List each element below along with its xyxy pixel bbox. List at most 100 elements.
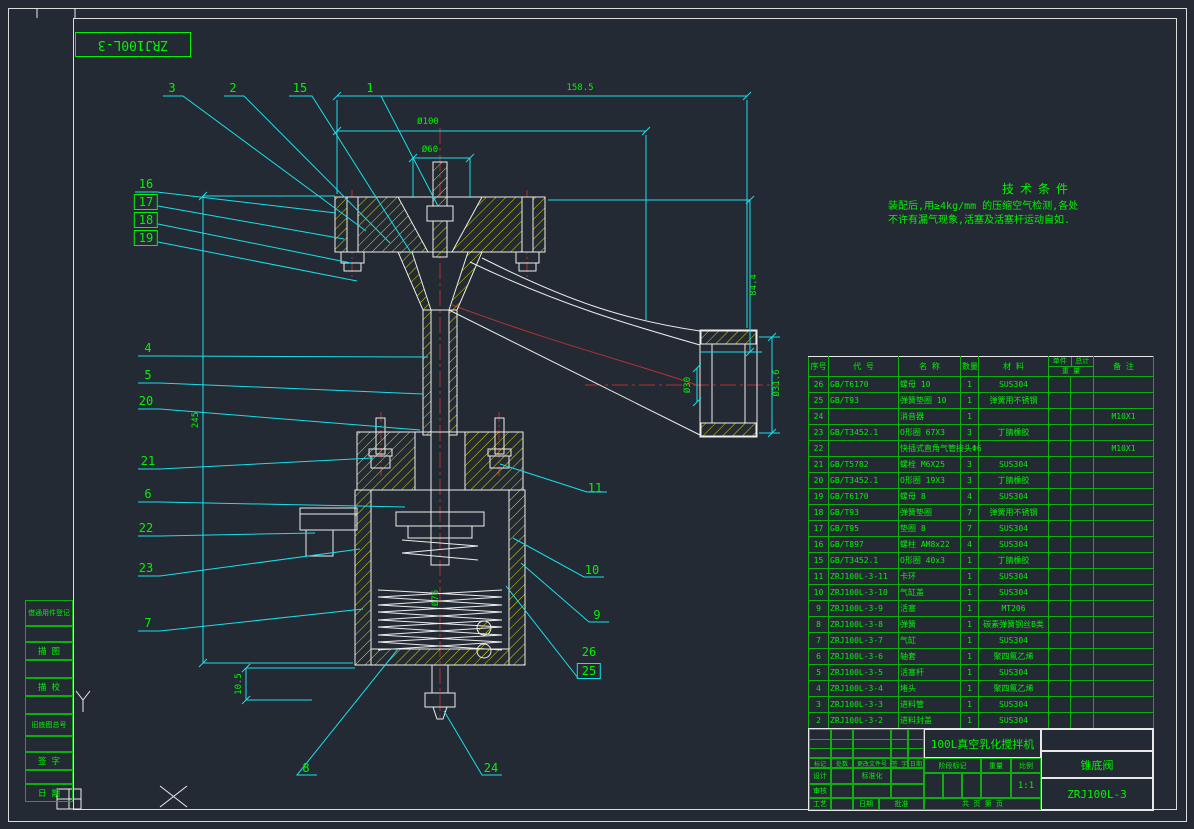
parts-list-cell: SUS304 [979, 633, 1049, 649]
header-name: 名 称 [899, 357, 961, 377]
parts-list-cell [1071, 713, 1094, 729]
parts-list-cell: 丁腈橡胶 [979, 473, 1049, 489]
parts-list-cell: 5 [809, 665, 829, 681]
titleblock-standardization: 标准化 [853, 768, 891, 784]
parts-list-cell: 1 [961, 633, 979, 649]
parts-list-cell [1071, 393, 1094, 409]
parts-list-cell [979, 409, 1049, 425]
technical-notes: 技术条件 装配后,用≥4kg/mm 的压缩空气检测,各处 不许有漏气现象,活塞及… [888, 180, 1188, 228]
parts-list-cell [1049, 377, 1071, 393]
parts-list-cell [1094, 425, 1154, 441]
titleblock-cell-empty [891, 729, 908, 758]
callout-8: 8 [302, 761, 309, 775]
margin-cell-3: 旧底图总号 [25, 714, 73, 736]
parts-list-row: 4ZRJ100L-3-4堵头1聚四氟乙烯 [809, 681, 1154, 697]
tech-notes-line2: 不许有漏气现象,活塞及活塞杆运动自如. [888, 214, 1188, 228]
parts-list-cell: GB/T3452.1 [829, 425, 899, 441]
titleblock-weight: 重量 [981, 758, 1011, 773]
titleblock-cell-empty [831, 729, 853, 758]
parts-list-cell: 1 [961, 713, 979, 729]
parts-list-cell [1049, 489, 1071, 505]
parts-list-cell: SUS304 [979, 457, 1049, 473]
parts-list-cell [1049, 697, 1071, 713]
parts-list-cell: 轴套 [899, 649, 961, 665]
parts-list-cell: O形圈 40x3 [899, 553, 961, 569]
parts-list-cell [1049, 537, 1071, 553]
parts-list-row: 10ZRJ100L-3-10气缸盖1SUS304 [809, 585, 1154, 601]
parts-list-cell: 7 [961, 505, 979, 521]
parts-list-cell [1071, 617, 1094, 633]
parts-list-cell: 2 [809, 713, 829, 729]
callout-17: 17 [134, 194, 158, 210]
callout-24: 24 [484, 761, 498, 775]
parts-list-cell [1094, 681, 1154, 697]
callout-4: 4 [144, 341, 151, 355]
parts-list-cell: MT206 [979, 601, 1049, 617]
titleblock-scale_label: 比例 [1011, 758, 1041, 773]
parts-list-cell: 进料管 [899, 697, 961, 713]
parts-list-row: 26GB/T6170螺母 101SUS304 [809, 377, 1154, 393]
header-remark: 备 注 [1094, 357, 1154, 377]
parts-list-cell [829, 409, 899, 425]
parts-list-cell: 20 [809, 473, 829, 489]
parts-list-cell [1071, 681, 1094, 697]
parts-list-cell [1071, 601, 1094, 617]
parts-list-cell [1071, 425, 1094, 441]
parts-list-cell [1071, 649, 1094, 665]
callout-5: 5 [144, 368, 151, 382]
titleblock-cell-empty [891, 768, 924, 784]
parts-list-cell: 17 [809, 521, 829, 537]
parts-list-row: 25GB/T93弹簧垫圈 101弹簧用不锈钢 [809, 393, 1154, 409]
parts-list-cell: ZRJ100L-3-11 [829, 569, 899, 585]
parts-list-cell [1049, 681, 1071, 697]
parts-list-cell [1071, 441, 1094, 457]
parts-list-row: 9ZRJ100L-3-9活塞1MT206 [809, 601, 1154, 617]
parts-list-cell: 卡环 [899, 569, 961, 585]
callout-1: 1 [366, 81, 373, 95]
parts-list-row: 18GB/T93弹簧垫圈7弹簧用不锈钢 [809, 505, 1154, 521]
parts-list-cell: 螺母 10 [899, 377, 961, 393]
tech-notes-title: 技术条件 [888, 180, 1188, 197]
titleblock-count: 处数 [831, 758, 853, 768]
parts-list-cell [1094, 489, 1154, 505]
parts-list-cell [1049, 585, 1071, 601]
parts-list-cell [1071, 489, 1094, 505]
parts-list-cell [1094, 713, 1154, 729]
parts-list-cell [1049, 601, 1071, 617]
parts-list-cell: GB/T897 [829, 537, 899, 553]
parts-list-cell [1094, 553, 1154, 569]
parts-list-cell [1049, 713, 1071, 729]
parts-list-cell: SUS304 [979, 521, 1049, 537]
parts-list-cell: 活塞 [899, 601, 961, 617]
margin-cell-1: 描 图 [25, 642, 73, 660]
parts-list-cell [1094, 601, 1154, 617]
parts-list-cell: ZRJ100L-3-8 [829, 617, 899, 633]
titleblock-change_file: 更改文件号 [853, 758, 891, 768]
parts-list-row: 7ZRJ100L-3-7气缸1SUS304 [809, 633, 1154, 649]
parts-list-cell: 25 [809, 393, 829, 409]
parts-list-cell [1071, 457, 1094, 473]
titleblock-cell-empty [981, 773, 1011, 798]
titleblock-cell-empty [924, 773, 943, 798]
titleblock-sign: 签 字 [891, 758, 908, 768]
titleblock-title: 100L真空乳化搅拌机 [924, 729, 1041, 758]
callout-22: 22 [139, 521, 153, 535]
parts-list-cell: 3 [961, 457, 979, 473]
parts-list-cell [1049, 569, 1071, 585]
parts-list-cell: 垫圈 8 [899, 521, 961, 537]
parts-list-cell [1094, 585, 1154, 601]
dimension-text: 245 [191, 412, 201, 428]
parts-list-cell [1049, 505, 1071, 521]
callout-9: 9 [593, 608, 600, 622]
titleblock-cell-empty [831, 798, 853, 810]
header-weight-group: 单件 总计 重 量 [1049, 357, 1094, 377]
parts-list-cell: 18 [809, 505, 829, 521]
parts-list-row: 24消音器1M10X1 [809, 409, 1154, 425]
parts-list-cell [1094, 457, 1154, 473]
dimension-text: Ø60 [422, 145, 438, 155]
parts-list-cell [1094, 665, 1154, 681]
parts-list-cell: GB/T3452.1 [829, 553, 899, 569]
parts-list-cell [1094, 505, 1154, 521]
callout-25: 25 [577, 663, 601, 679]
titleblock-drawing_no: ZRJ100L-3 [1041, 778, 1153, 810]
